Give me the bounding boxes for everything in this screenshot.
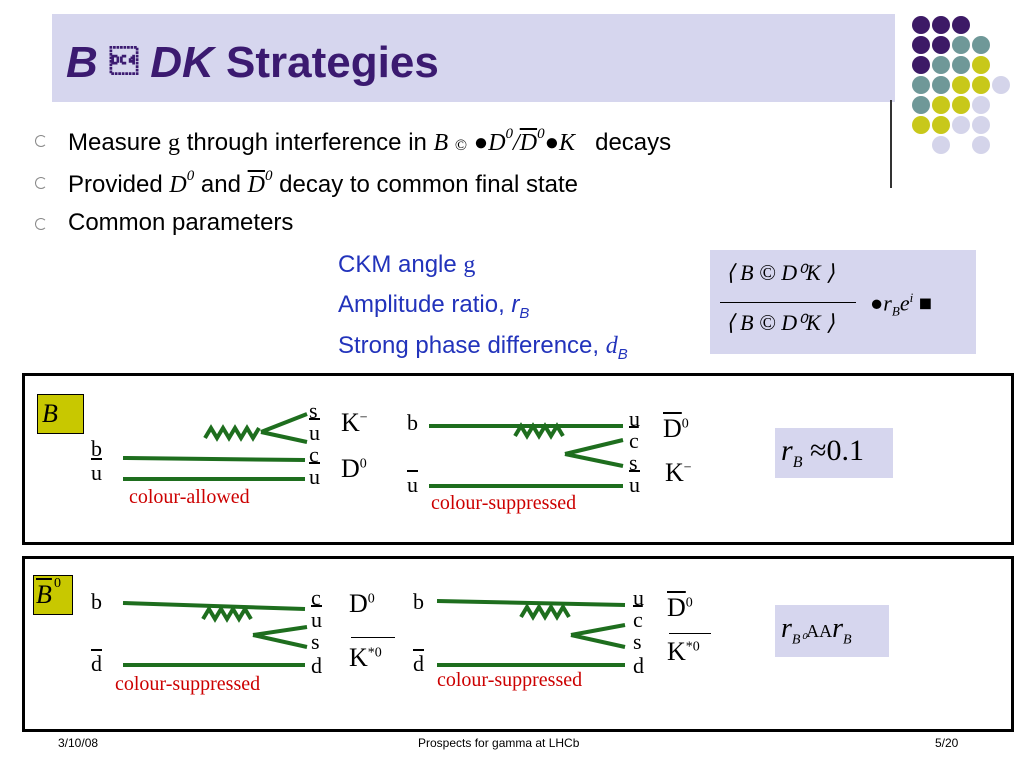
- quark-s: s: [309, 398, 318, 423]
- panel-neutral-b: B 0 b d c u s d D0 K*0 colour-suppressed…: [22, 556, 1014, 732]
- footer-page-number: 5/20: [935, 736, 959, 750]
- label-b0bar: B 0: [33, 575, 73, 615]
- bullet-icon: [35, 177, 47, 189]
- caption-colour-suppressed: colour-suppressed: [431, 492, 577, 514]
- divider-line: [890, 100, 892, 188]
- quark-c: c: [311, 585, 321, 610]
- bullet-icon: [35, 218, 47, 230]
- quark-u: u: [629, 406, 640, 431]
- meson-d0bar: D0: [663, 414, 689, 443]
- quark-ubar: u: [309, 420, 320, 445]
- bullet-common: Common parameters: [68, 209, 294, 236]
- quark-ubar: u: [311, 607, 322, 632]
- formula-box: ⟨ B © D⁰K ⟩ ⟨ B © D⁰K ⟩ ●rBei ■: [710, 250, 976, 354]
- meson-d0: D0: [341, 454, 367, 483]
- quark-s: s: [311, 629, 320, 654]
- quark-b: b: [91, 589, 102, 614]
- meson-d0bar: D0: [667, 593, 693, 622]
- overline-k: [351, 637, 395, 638]
- ratio-rb: rB ≈0.1: [781, 434, 864, 471]
- meson-k-minus: K−: [665, 458, 692, 487]
- quark-b: b: [91, 436, 102, 461]
- feynman-diagrams-1: [122, 412, 624, 488]
- quark-ubar: u: [407, 472, 418, 497]
- meson-k-minus: K−: [341, 408, 368, 437]
- footer-date: 3/10/08: [58, 736, 99, 750]
- param-phase: Strong phase difference, dB: [338, 332, 628, 363]
- quark-cbar: c: [633, 607, 643, 632]
- quark-ubar: u: [91, 460, 102, 485]
- page-title: B  DK Strategies: [66, 38, 439, 87]
- quark-b: b: [407, 410, 418, 435]
- quark-dbar: d: [413, 651, 424, 676]
- quark-s: s: [633, 629, 642, 654]
- feynman-diagrams-2: [122, 599, 626, 667]
- quark-dbar: d: [91, 651, 102, 676]
- meson-kstar0bar: K*0: [349, 643, 382, 672]
- param-ckm: CKM angle g: [338, 251, 476, 278]
- formula-numerator: ⟨ B © D⁰K ⟩: [726, 260, 835, 285]
- bullet-provided: Provided D0 and D0 decay to common final…: [68, 168, 578, 198]
- caption-colour-allowed: colour-allowed: [129, 486, 250, 508]
- quark-d: d: [633, 653, 644, 678]
- quark-ubar: u: [629, 472, 640, 497]
- caption-colour-suppressed: colour-suppressed: [437, 669, 583, 691]
- quark-u: u: [633, 585, 644, 610]
- overline-k: [669, 633, 711, 634]
- meson-d0: D0: [349, 589, 375, 618]
- quark-cbar: c: [629, 428, 639, 453]
- label-b-minus: B: [37, 394, 84, 434]
- meson-kstar0bar: K*0: [667, 637, 700, 666]
- ratio-box-2: rB⁰AArB: [775, 605, 889, 657]
- ratio-box-1: rB ≈0.1: [775, 428, 893, 478]
- quark-b: b: [413, 589, 424, 614]
- quark-s: s: [629, 450, 638, 475]
- panel-charged-b: B b u s u c u K− D0 colour-allowed b u u…: [22, 373, 1014, 545]
- bullet-measure: Measure g through interference in B © ●D…: [68, 126, 672, 156]
- fraction-bar: [720, 302, 856, 303]
- formula-rhs: ●rBei ■: [870, 290, 932, 319]
- title-banner: [52, 14, 895, 102]
- ratio-rb0: rB⁰AArB: [781, 613, 852, 648]
- caption-colour-suppressed: colour-suppressed: [115, 673, 261, 695]
- footer-title: Prospects for gamma at LHCb: [418, 736, 580, 750]
- quark-c: c: [309, 442, 319, 467]
- quark-ubar: u: [309, 464, 320, 489]
- formula-denominator: ⟨ B © D⁰K ⟩: [726, 310, 835, 335]
- bullet-icon: [35, 135, 47, 147]
- param-amplitude: Amplitude ratio, rB: [338, 291, 530, 322]
- quark-d: d: [311, 653, 322, 678]
